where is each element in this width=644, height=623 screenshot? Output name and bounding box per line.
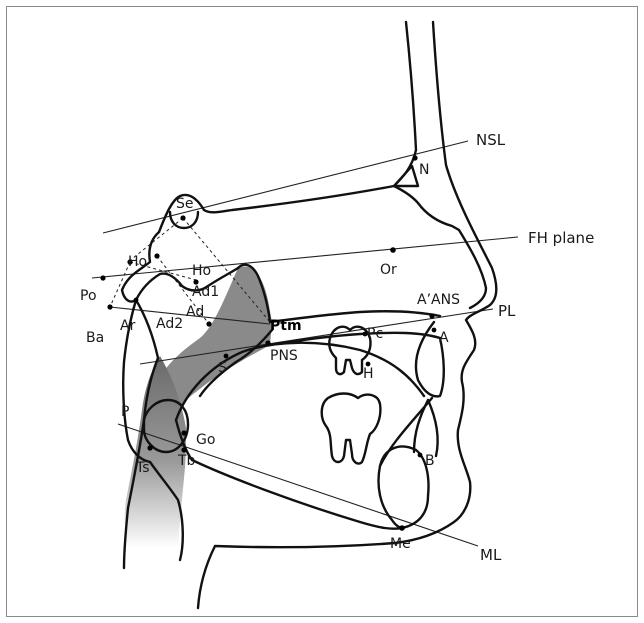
point-Se [180, 215, 185, 220]
label-Po: Po [80, 288, 97, 304]
label-Pc: Pc [367, 326, 383, 342]
label-Ar: Ar [120, 318, 136, 334]
point-S [224, 354, 229, 359]
lower-incisor [414, 400, 438, 456]
label-PL: PL [498, 302, 516, 320]
symphysis [379, 447, 429, 528]
label-Ho-left: Ho [128, 254, 147, 270]
label-Se: Se [176, 196, 194, 212]
point-Ar [134, 298, 139, 303]
label-Tb: Tb [177, 453, 196, 469]
point-Ts [147, 445, 152, 450]
label-Ad1: Ad1 [192, 284, 219, 300]
label-Me: Me [390, 536, 411, 552]
point-Po [100, 275, 105, 280]
label-NSL: NSL [476, 131, 506, 149]
label-Ho-right: Ho [192, 263, 211, 279]
point-Or [390, 247, 396, 253]
label-PNS: PNS [270, 348, 298, 364]
point-Tb [181, 447, 186, 452]
point-N [412, 155, 417, 160]
point-Ho2 [154, 253, 159, 258]
point-ANS [429, 313, 434, 318]
point-Go [181, 430, 186, 435]
point-B [418, 453, 423, 458]
label-Ba: Ba [86, 330, 104, 346]
label-H: H [363, 366, 374, 382]
label-S: S [218, 360, 227, 376]
label-A: A [439, 330, 449, 346]
label-Or: Or [380, 262, 397, 278]
label-FH-plane: FH plane [528, 229, 594, 247]
label-B: B [425, 453, 435, 469]
point-Ba [107, 304, 112, 309]
point-A [432, 328, 437, 333]
point-Me [399, 525, 405, 531]
label-Go: Go [196, 432, 215, 448]
label-Ptm: Ptm [270, 318, 302, 334]
label-Ad: Ad [186, 304, 204, 320]
label-Ts: Ts [135, 460, 150, 476]
lower-molar [322, 394, 381, 464]
label-P: P [121, 404, 129, 420]
point-Ad [206, 321, 211, 326]
nasal-bone-outline [394, 22, 486, 308]
label-ML: ML [480, 546, 502, 564]
point-PNS [265, 340, 270, 345]
label-Ad2: Ad2 [156, 316, 183, 332]
orbit-notch [394, 166, 418, 186]
label-N: N [419, 162, 429, 178]
label-AANS: A’ANS [417, 292, 460, 308]
